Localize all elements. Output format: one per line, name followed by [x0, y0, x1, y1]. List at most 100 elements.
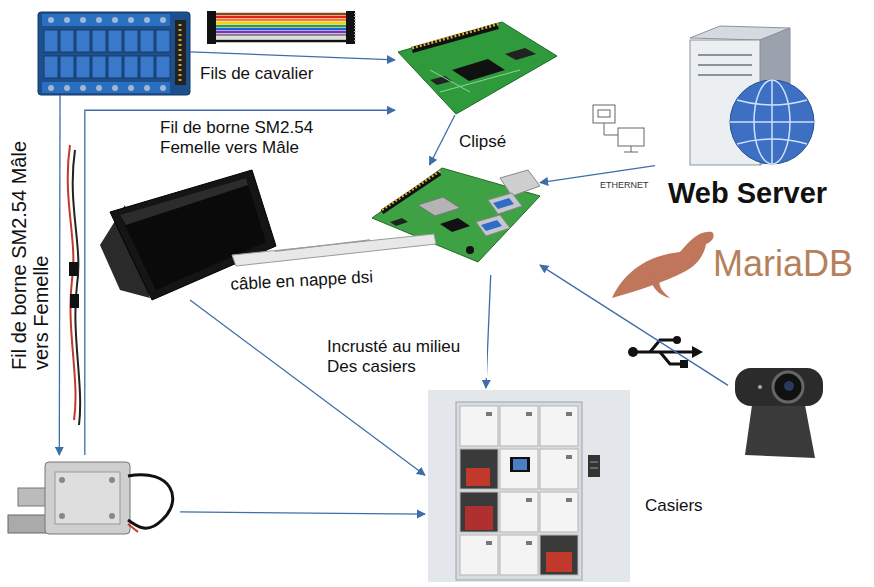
connector — [59, 95, 61, 455]
relay-board-art — [38, 12, 190, 95]
usb-icon — [680, 360, 688, 368]
relay-board — [38, 12, 190, 95]
relay-board-art — [108, 56, 122, 78]
webcam-art — [745, 405, 815, 458]
electric-lock-art — [45, 462, 130, 534]
relay-board-art — [92, 56, 106, 78]
edge-label: Fil de borne SM2.54 Femelle vers Mâle — [158, 118, 352, 159]
lockers-art — [486, 412, 492, 416]
relay-board-art — [42, 82, 170, 93]
raspberry-pi-art — [390, 218, 408, 226]
lockers-art — [460, 406, 498, 446]
electric-lock-art — [59, 477, 65, 483]
lockers-art — [566, 455, 572, 459]
webcam-art — [735, 368, 823, 406]
electric-lock-art — [128, 524, 138, 532]
lockers-art — [513, 459, 527, 470]
relay-board-art — [124, 56, 138, 78]
lockers-art — [590, 468, 598, 469]
hat-board-art — [412, 26, 498, 50]
ethernet-icon — [598, 110, 610, 117]
relay-board-art — [128, 17, 134, 23]
usb-icon — [673, 336, 681, 344]
webcam-art — [773, 372, 803, 402]
ribbon-cable-art — [232, 234, 436, 266]
lockers-art — [540, 492, 578, 532]
web-server-art — [737, 139, 807, 144]
relay-board-art — [60, 30, 74, 52]
jumper-wires-art — [216, 19, 346, 22]
raspberry-pi-art — [466, 246, 474, 254]
lockers-art — [456, 402, 582, 580]
jumper-wires-art — [216, 22, 346, 25]
electric-lock-art — [128, 475, 173, 528]
lockers-art — [540, 449, 578, 489]
lockers-art — [540, 406, 578, 446]
jumper-wires-art — [216, 37, 346, 40]
electric-lock-art — [8, 462, 173, 534]
ethernet-icon — [624, 152, 638, 153]
relay-board-art — [80, 17, 86, 23]
relay-board-art — [48, 17, 54, 23]
hat-board-art — [452, 59, 505, 81]
jumper-wires-art — [216, 31, 346, 34]
relay-board-art — [144, 85, 150, 91]
relay-board-art — [140, 56, 154, 78]
relay-board-art — [42, 14, 170, 26]
web-server-art — [690, 26, 814, 165]
relay-board-art — [80, 85, 86, 91]
lockers-label: Casiers — [645, 496, 703, 516]
web-server: Web ServerMariaDB — [655, 20, 870, 300]
lockers-art — [526, 541, 532, 545]
relay-board-art — [76, 56, 90, 78]
relay-board-art — [175, 20, 186, 85]
connector — [430, 115, 455, 165]
mariadb-seal-art — [650, 278, 670, 298]
lockers-art — [460, 492, 498, 532]
hat-board-art — [398, 22, 557, 114]
raspberry-pi-art — [488, 193, 522, 214]
web-server-art — [737, 100, 807, 105]
hat-board-art — [505, 48, 536, 60]
hat-board — [395, 20, 557, 115]
relay-board-art — [96, 17, 102, 23]
server-title: Web Server — [668, 176, 827, 211]
jumper-wires-art — [207, 11, 216, 44]
edge-label: Incrusté au milieu Des casiers — [325, 337, 487, 378]
relay-board-art — [44, 30, 58, 52]
relay-board-art — [108, 30, 122, 52]
relay-board-art — [156, 56, 170, 78]
relay-board-art — [124, 30, 138, 52]
jumper-wires-art — [216, 13, 346, 16]
usb-icon — [660, 352, 680, 364]
web-server-art — [730, 121, 814, 123]
usb-icon — [692, 346, 703, 358]
lockers-art — [428, 390, 630, 582]
electric-lock-art — [109, 513, 115, 519]
relay-board-art — [44, 56, 58, 78]
hat-board-art — [412, 24, 498, 48]
lockers-art — [510, 457, 530, 472]
loose-wires-art — [73, 150, 80, 425]
electric-lock-art — [55, 472, 120, 524]
relay-board-art — [48, 85, 54, 91]
loose-wires-art — [70, 294, 79, 308]
ethernet-icon — [631, 146, 632, 152]
lockers-art — [500, 492, 538, 532]
raspberry-pi-art — [493, 198, 514, 209]
lockers: Casiers — [425, 388, 715, 582]
usb-icon — [628, 347, 638, 357]
lockers-art — [526, 412, 532, 416]
hat-board-art — [430, 70, 470, 92]
electric-lock-art — [8, 515, 46, 533]
connector — [190, 300, 425, 475]
relay-board-art — [64, 85, 70, 91]
jumper-wires-art — [216, 28, 346, 31]
hat-board-art — [440, 70, 520, 92]
relay-board-art — [160, 17, 166, 23]
webcam-art — [758, 385, 762, 389]
lockers-art — [500, 449, 538, 489]
loose-wires-art — [69, 262, 78, 276]
